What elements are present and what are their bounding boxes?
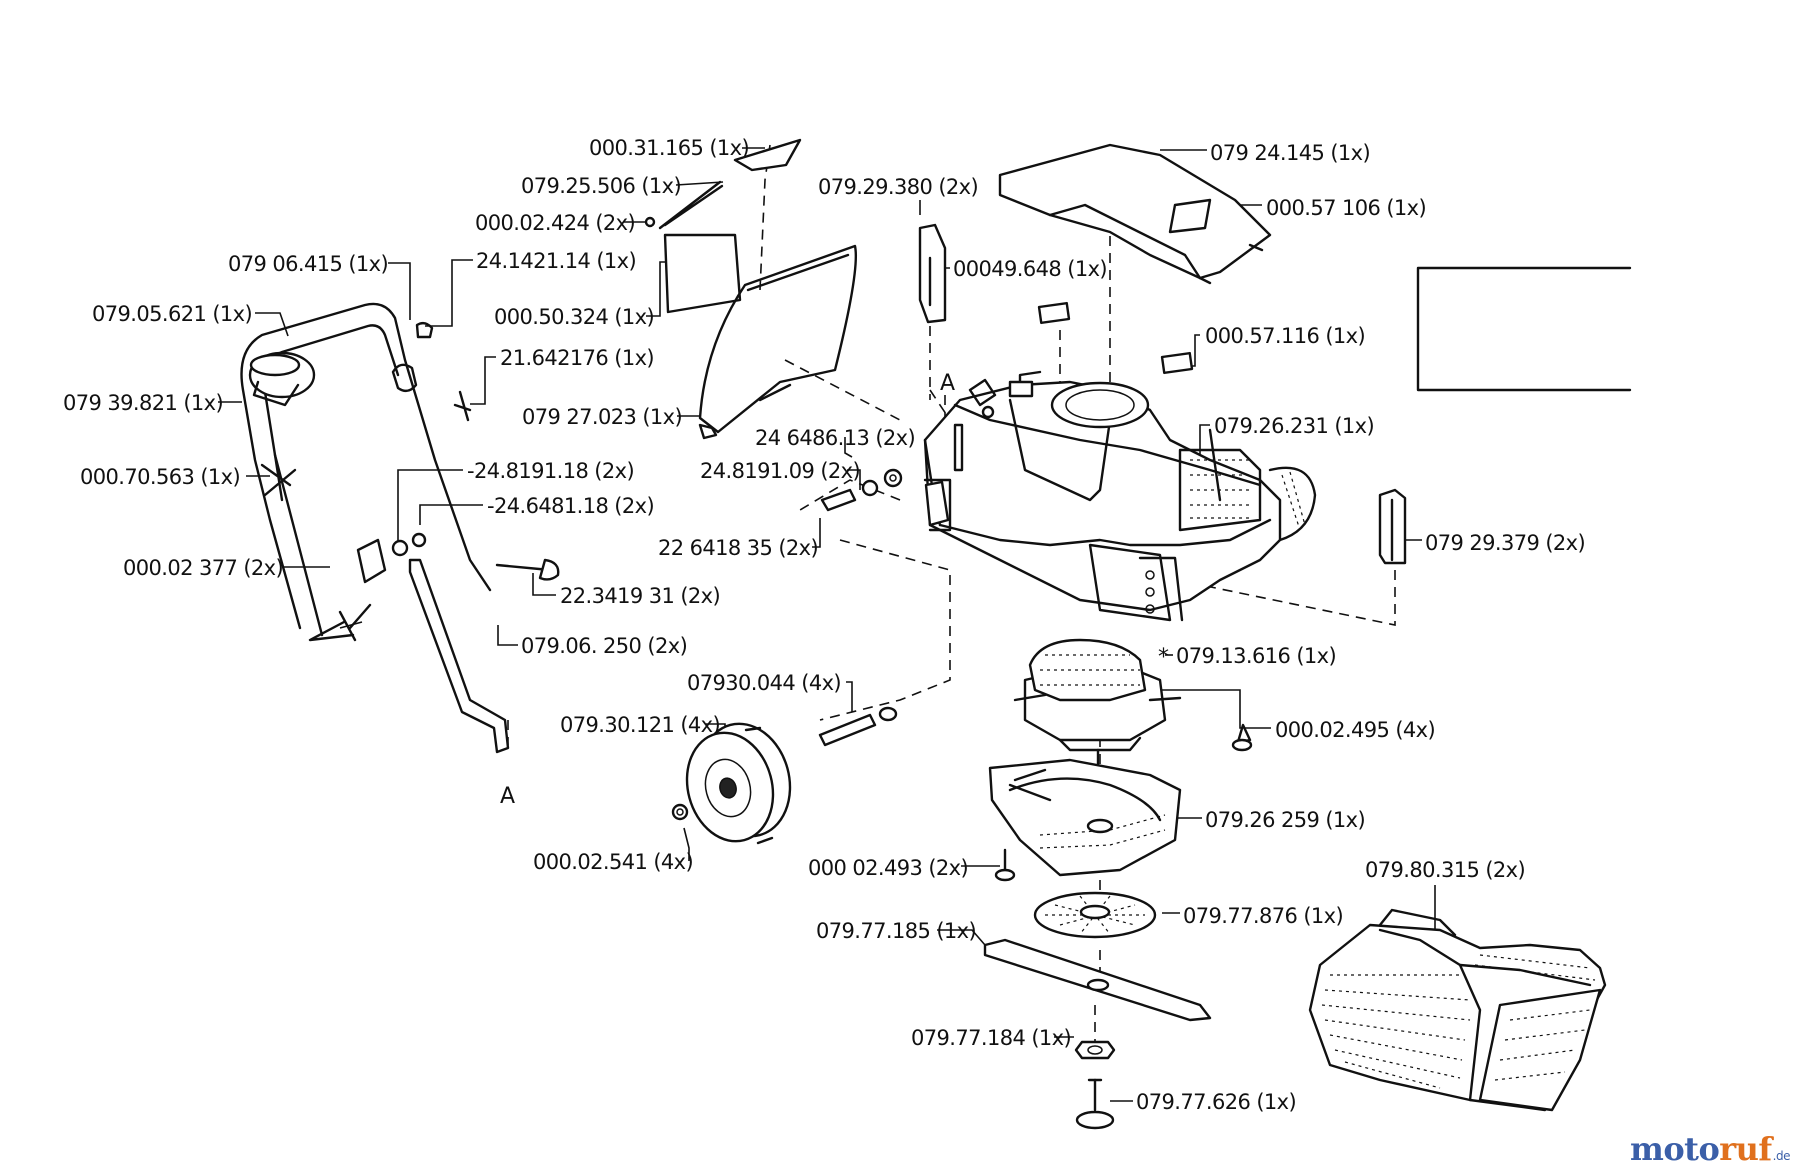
fan-wheel <box>1033 891 1157 939</box>
part-label-079-77-626: 079.77.626 (1x) <box>1136 1090 1296 1114</box>
part-label-000-31-165: 000.31.165 (1x) <box>589 136 749 160</box>
part-label-079-24-145: 079 24.145 (1x) <box>1210 141 1370 165</box>
part-label-079-26-259: 079.26 259 (1x) <box>1205 808 1365 832</box>
part-label-000-50-324: 000.50.324 (1x) <box>494 305 654 329</box>
leader-lines <box>218 147 1436 1102</box>
part-label-079-06-250: 079.06. 250 (2x) <box>521 634 687 658</box>
part-label-000-02-493: 000 02.493 (2x) <box>808 856 968 880</box>
mower-housing <box>923 370 1317 622</box>
handle-assembly <box>240 302 560 754</box>
part-label-079-77-185: 079.77.185 (1x) <box>816 919 976 943</box>
part-label-079-77-184: 079.77.184 (1x) <box>911 1026 1071 1050</box>
watermark-part-b: ruf <box>1719 1130 1772 1168</box>
part-label-000-57-116: 000.57.116 (1x) <box>1205 324 1365 348</box>
blade-hardware <box>1074 1040 1116 1130</box>
part-label-079-80-315: 079.80.315 (2x) <box>1365 858 1525 882</box>
part-label-079-06-415: 079 06.415 (1x) <box>228 252 388 276</box>
cutting-blade <box>983 938 1212 1022</box>
part-label-24-8191-18: -24.8191.18 (2x) <box>467 459 634 483</box>
part-labels: 000.31.165 (1x) 079.25.506 (1x) 000.02.4… <box>63 136 1586 1114</box>
part-label-079-30-121: 079.30.121 (4x) <box>560 713 720 737</box>
part-label-24-1421-14: 24.1421.14 (1x) <box>476 249 636 273</box>
watermark-part-a: moto <box>1629 1130 1720 1168</box>
part-label-24-8191-09: 24.8191.09 (2x) <box>700 459 860 483</box>
part-label-000-02-377: 000.02 377 (2x) <box>123 556 283 580</box>
section-marker-a-lower: A <box>500 784 515 809</box>
part-label-079-05-621: 079.05.621 (1x) <box>92 302 252 326</box>
part-label-000-02-424: 000.02.424 (2x) <box>475 211 635 235</box>
part-label-000-70-563: 000.70.563 (1x) <box>80 465 240 489</box>
part-label-24-6486-13: 24 6486.13 (2x) <box>755 426 915 450</box>
rear-flap-assembly <box>644 138 858 440</box>
motor <box>1013 638 1182 767</box>
part-label-079-39-821: 079 39.821 (1x) <box>63 391 223 415</box>
part-label-079-29-380: 079.29.380 (2x) <box>818 175 978 199</box>
asterisk-marker: * <box>1158 645 1169 670</box>
part-label-079-27-023: 079 27.023 (1x) <box>522 405 682 429</box>
part-label-079-29-379: 079 29.379 (2x) <box>1425 531 1585 555</box>
part-label-22-6418-35: 22 6418 35 (2x) <box>658 536 818 560</box>
fasteners <box>671 468 1253 882</box>
part-label-07930-044: 07930.044 (4x) <box>687 671 841 695</box>
part-label-079-77-876: 079.77.876 (1x) <box>1183 904 1343 928</box>
part-label-000-02-541: 000.02.541 (4x) <box>533 850 693 874</box>
brackets <box>918 223 964 527</box>
cable-box-frame <box>1378 266 1632 565</box>
top-cover <box>998 143 1272 375</box>
part-label-079-26-231: 079.26.231 (1x) <box>1214 414 1374 438</box>
part-label-00049-648: 00049.648 (1x) <box>953 257 1107 281</box>
part-label-079-13-616: 079.13.616 (1x) <box>1176 644 1336 668</box>
watermark-logo: motoruf.de <box>1629 1130 1791 1168</box>
watermark-tld: .de <box>1772 1149 1791 1163</box>
part-label-079-25-506: 079.25.506 (1x) <box>521 174 681 198</box>
wheel-assembly <box>685 706 898 845</box>
grass-catcher <box>1308 908 1607 1112</box>
part-label-21-642176: 21.642176 (1x) <box>500 346 654 370</box>
part-label-24-6481-18: -24.6481.18 (2x) <box>487 494 654 518</box>
assembly-lines <box>507 144 1396 1095</box>
blade-guard <box>988 758 1182 877</box>
section-marker-a-upper: A <box>940 371 955 396</box>
part-label-22-3419-31: 22.3419 31 (2x) <box>560 584 720 608</box>
part-label-000-02-495: 000.02.495 (4x) <box>1275 718 1435 742</box>
part-label-000-57-106: 000.57 106 (1x) <box>1266 196 1426 220</box>
